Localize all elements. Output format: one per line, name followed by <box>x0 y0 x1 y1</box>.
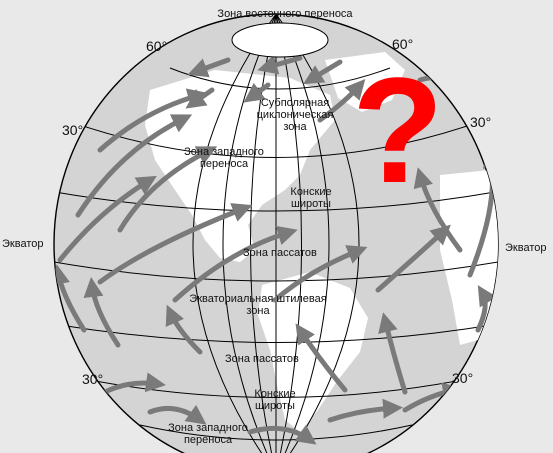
westerly-south-label: Зона западного переноса <box>168 422 248 446</box>
equator-left-label: Экватор <box>2 238 44 250</box>
horse-latitudes-north-label: Конские широты <box>290 186 332 210</box>
latitude-60-right-label: 60° <box>392 36 414 52</box>
latitude-30-south-right-label: 30° <box>452 370 474 386</box>
top-zone-label: Зона восточного переноса <box>217 8 353 20</box>
subpolar-zone-label: Субполярная циклоническая зона <box>256 97 334 133</box>
doldrums-label: Экваториальная штилевая зона <box>189 293 327 317</box>
trade-winds-north-label: Зона пассатов <box>243 247 317 259</box>
equator-right-label: Экватор <box>505 242 547 254</box>
question-mark: ? <box>352 46 444 214</box>
polar-cap <box>231 22 329 58</box>
trade-winds-south-label: Зона пассатов <box>225 353 299 365</box>
horse-latitudes-south-label: Конские широты <box>254 388 296 412</box>
latitude-30-south-left-label: 30° <box>82 371 104 387</box>
latitude-60-left-label: 60° <box>146 38 168 54</box>
north-america-landmass <box>145 70 335 262</box>
latitude-30-right-label: 30° <box>470 114 492 130</box>
westerly-north-label: Зона западного переноса <box>184 146 264 170</box>
latitude-30-left-label: 30° <box>62 122 84 138</box>
